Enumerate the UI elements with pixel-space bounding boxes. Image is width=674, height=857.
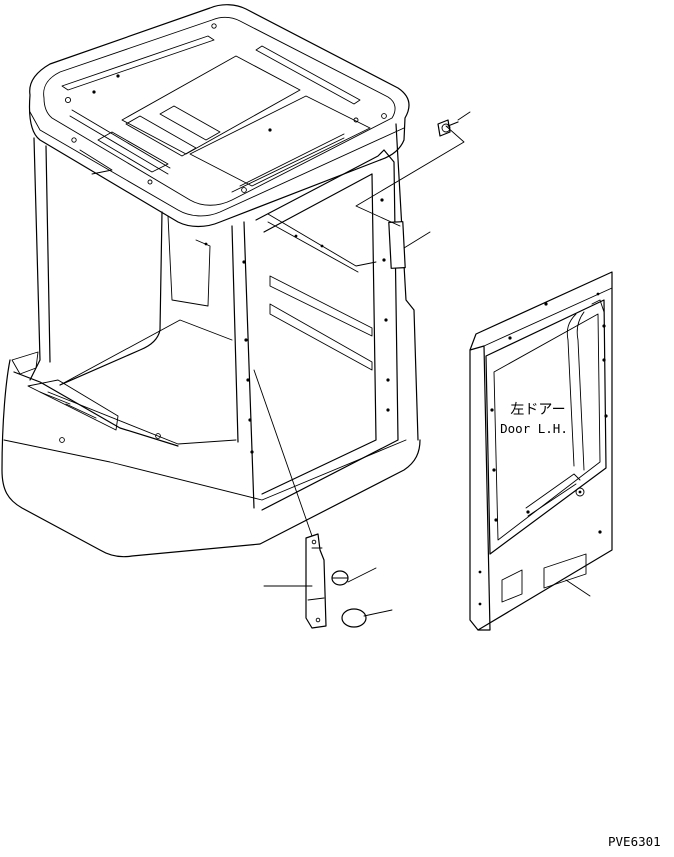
door-lh: 左ドアー Door L.H. xyxy=(469,271,613,631)
door-label-jp: 左ドアー xyxy=(510,402,565,418)
bolt-part xyxy=(437,119,459,137)
loose-parts xyxy=(253,111,471,629)
door-label-en: Door L.H. xyxy=(500,421,568,436)
rubber-cap-part xyxy=(341,608,393,628)
small-bolt-part xyxy=(331,570,349,586)
cab-frame xyxy=(1,4,421,558)
figure-code: PVE6301 xyxy=(608,834,661,849)
door-stay-part xyxy=(305,533,327,629)
